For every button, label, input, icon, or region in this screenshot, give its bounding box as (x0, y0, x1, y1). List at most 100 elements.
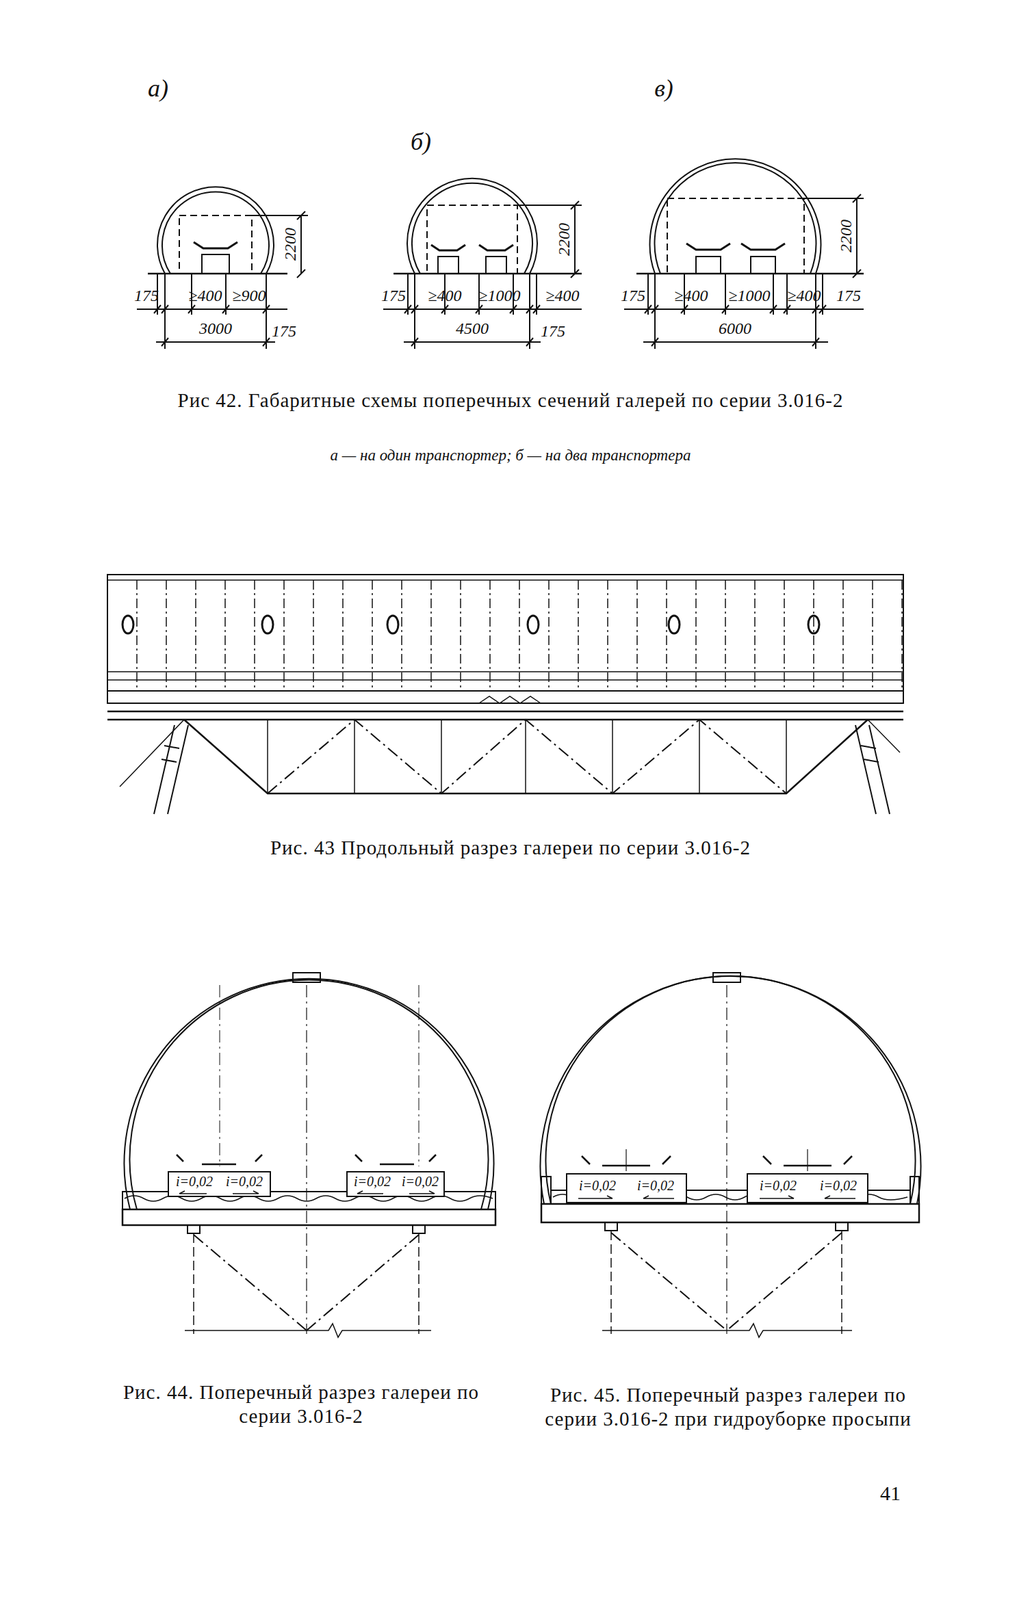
gallery-section-c-line (643, 338, 829, 347)
wall-panel-lines-line (577, 580, 579, 692)
dimension: ≥1000 (728, 286, 770, 306)
gallery-section-b-line (411, 183, 533, 274)
dimension: ≥400 (674, 286, 708, 306)
window-ovals-line (387, 615, 399, 634)
gallery-elevation-line (107, 574, 904, 692)
gallery-cross-section-hydro-line (713, 973, 741, 983)
gallery-elevation-line (107, 672, 904, 681)
gallery-cross-section-line (412, 1225, 425, 1234)
gallery-section-a-line (157, 273, 267, 350)
gallery-cross-section-hydro-line (611, 1233, 842, 1332)
figure-caption: Рис. 45. Поперечный разрез галереи по се… (533, 1383, 924, 1432)
gallery-cross-section-hydro-line (578, 1196, 856, 1199)
gallery-cross-section-line (346, 1172, 445, 1197)
gallery-section-c (624, 158, 864, 350)
wall-panel-lines-line (636, 580, 638, 692)
gallery-cross-section-hydro-line (541, 1204, 920, 1223)
gallery-section-b (383, 178, 582, 350)
window-ovals-line (527, 615, 539, 634)
gallery-elevation-line (184, 719, 868, 794)
dimension: 4500 (455, 318, 489, 339)
wall-panel-lines-line (901, 580, 903, 692)
gallery-section-b-line (431, 244, 514, 251)
figure-letter: б) (410, 127, 432, 157)
gallery-elevation (107, 574, 904, 815)
gallery-section-c-line (650, 158, 822, 274)
gallery-cross-section-line (187, 1225, 200, 1234)
figure-subcaption: а — на один транспортер; б — на два тран… (134, 446, 887, 466)
gallery-section-b-line (513, 201, 582, 278)
gallery-section-c-line (624, 305, 864, 314)
gallery-elevation-line (267, 719, 787, 794)
dimension: ≥400 (188, 286, 222, 306)
gallery-elevation-line (855, 725, 890, 815)
gallery-cross-section-hydro-line (545, 976, 915, 1205)
slope-label: i=0,02 (759, 1177, 797, 1195)
dimension: ≥400 (545, 286, 579, 306)
wall-panel-lines-line (224, 580, 226, 692)
gallery-elevation-line (267, 719, 787, 794)
wall-panel-lines-line (489, 580, 491, 692)
gallery-cross-section-line (124, 979, 495, 1210)
slope-label: i=0,02 (637, 1177, 675, 1195)
dimension: 175 (540, 321, 566, 342)
gallery-section-b-line (437, 256, 459, 274)
gallery-cross-section-hydro-line (604, 1222, 618, 1232)
gallery-section-b-line (485, 256, 507, 274)
gallery-cross-section (122, 973, 496, 1338)
gallery-section-a-line (136, 305, 288, 314)
wall-panel-lines-line (724, 580, 727, 692)
dimension: ≥400 (427, 286, 462, 306)
wall-panel-lines-line (813, 580, 815, 692)
slope-label: i=0,02 (175, 1173, 213, 1191)
dimension: 175 (134, 286, 159, 306)
wall-panel-lines-line (518, 580, 521, 692)
gallery-section-c-line (648, 273, 823, 350)
slope-label: i=0,02 (353, 1173, 391, 1191)
dimension: ≥1000 (478, 286, 521, 306)
wall-panel-lines (136, 580, 902, 692)
gallery-cross-section-line (292, 973, 321, 983)
gallery-section-c-line (686, 243, 785, 250)
gallery-section-c-line (667, 198, 805, 274)
wall-panel-lines-line (136, 580, 138, 692)
figure-caption: Рис 42. Габаритные схемы поперечных сече… (99, 388, 922, 413)
dimension: 175 (836, 286, 861, 306)
gallery-section-a-line (201, 254, 230, 274)
page-number: 41 (880, 1481, 901, 1507)
gallery-cross-section-line (176, 1155, 436, 1165)
wall-panel-lines-line (401, 580, 403, 692)
dimension: 175 (381, 286, 406, 306)
gallery-cross-section-hydro-line (626, 1149, 808, 1172)
window-ovals-line (668, 615, 680, 634)
gallery-elevation-line (153, 725, 189, 815)
wall-panel-lines-line (607, 580, 609, 692)
wall-panel-lines-line (548, 580, 550, 692)
dimension: 175 (271, 321, 297, 342)
gallery-cross-section-hydro-line (611, 1231, 842, 1335)
gallery-cross-section-line (168, 1172, 271, 1197)
wall-panel-lines-line (783, 580, 785, 692)
gallery-cross-section-hydro-line (726, 985, 727, 1335)
wall-panel-lines-line (430, 580, 432, 692)
gallery-cross-section-line (193, 1235, 419, 1332)
gallery-cross-section-hydro-line (540, 976, 922, 1205)
gallery-cross-section-line (305, 985, 307, 1335)
gallery-section-b-line (407, 273, 537, 350)
wall-panel-lines-line (165, 580, 167, 692)
gallery-section-b-line (407, 178, 538, 274)
gallery-cross-section-line (219, 985, 419, 1167)
gallery-section-c-line (750, 256, 776, 274)
gallery-elevation-line (119, 719, 900, 788)
wall-panel-lines-line (459, 580, 462, 692)
gallery-elevation-line (479, 696, 541, 704)
wall-panel-lines-line (665, 580, 668, 692)
wall-panel-lines-line (842, 580, 844, 692)
gallery-cross-section-hydro (540, 973, 922, 1338)
gallery-section-a-line (247, 211, 308, 278)
dimension: 3000 (199, 318, 232, 339)
dimension: 2200 (554, 223, 575, 256)
gallery-section-a-line (193, 242, 238, 249)
dimension: ≥400 (787, 286, 821, 306)
dimension: 2200 (280, 227, 301, 261)
